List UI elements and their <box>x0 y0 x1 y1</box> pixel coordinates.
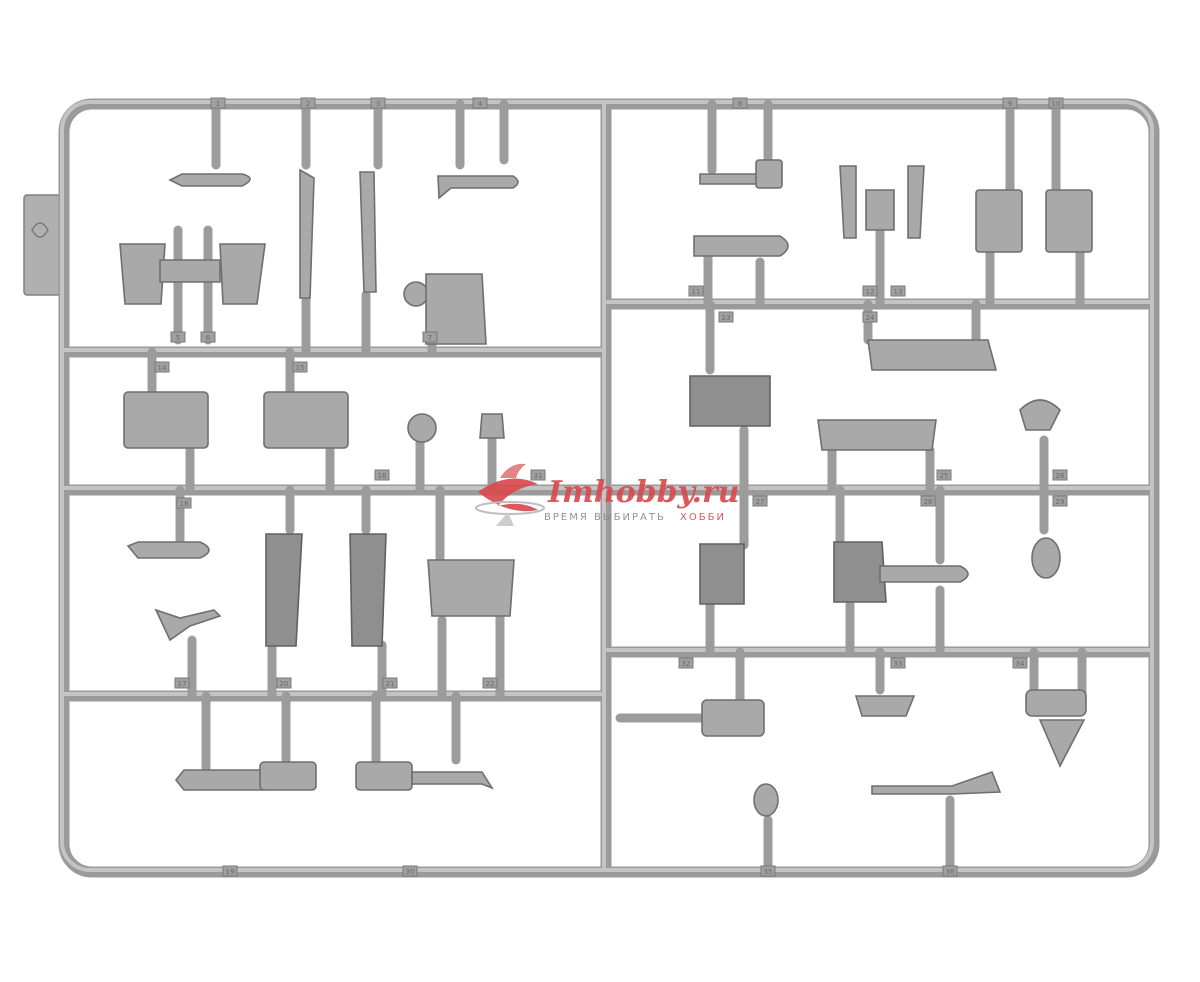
part-number: 21 <box>386 680 395 688</box>
part-number: 27 <box>756 498 765 506</box>
part-number: 10 <box>1052 100 1061 108</box>
part-number: 11 <box>692 288 701 296</box>
part-number: 1 <box>216 100 220 108</box>
part-number: 34 <box>1016 660 1025 668</box>
part-number: 23 <box>722 314 731 322</box>
part-number: 3 <box>376 100 380 108</box>
part-number: 26 <box>1056 472 1065 480</box>
part-number-tags: 1 2 3 4 5 6 7 8 9 10 11 12 13 14 15 16 1… <box>154 97 1068 877</box>
part-number: 2 <box>306 100 310 108</box>
part-number: 5 <box>176 334 180 342</box>
part-number: 30 <box>406 868 415 876</box>
part-number: 22 <box>486 680 495 688</box>
part-number: 35 <box>764 868 773 876</box>
maker-tab <box>23 194 61 296</box>
part-number: 32 <box>682 660 691 668</box>
watermark-logo-icon <box>475 463 545 526</box>
part-number: 8 <box>738 100 742 108</box>
part-number: 18 <box>180 500 189 508</box>
part-number: 9 <box>1008 100 1012 108</box>
part-number: 6 <box>206 334 211 342</box>
watermark-tagline-left: ВРЕМЯ ВЫБИРАТЬ <box>544 512 666 523</box>
parts <box>119 159 1093 817</box>
part-number: 16 <box>378 472 387 480</box>
watermark-tagline-right: ХОББИ <box>680 512 726 523</box>
part-number: 24 <box>866 314 875 322</box>
part-number: 12 <box>866 288 875 296</box>
watermark-brand: Imhobby.ru <box>547 475 740 510</box>
part-number: 4 <box>478 100 483 108</box>
part-number: 19 <box>226 868 235 876</box>
part-number: 13 <box>894 288 903 296</box>
part-number: 17 <box>178 680 187 688</box>
watermark: Imhobby.ru ВРЕМЯ ВЫБИРАТЬ ХОББИ <box>475 463 740 526</box>
part-number: 31 <box>534 472 543 480</box>
part-number: 20 <box>280 680 289 688</box>
part-number: 29 <box>1056 498 1065 506</box>
part-number: 33 <box>894 660 903 668</box>
part-number: 36 <box>946 868 955 876</box>
part-number: 25 <box>940 472 949 480</box>
part-1-arm <box>168 173 251 187</box>
part-number: 28 <box>924 498 933 506</box>
part-number: 7 <box>428 334 432 342</box>
runner-frame <box>58 98 1160 878</box>
part-number: 14 <box>158 364 167 372</box>
part-number: 15 <box>296 364 305 372</box>
